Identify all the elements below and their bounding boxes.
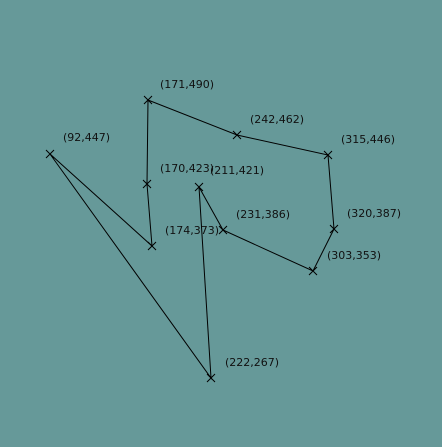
point-label: (174,373) — [165, 224, 219, 237]
point-label: (92,447) — [63, 131, 110, 144]
point-label: (170,423) — [160, 162, 214, 175]
point-markers — [45, 95, 339, 383]
point-marker — [323, 150, 333, 160]
point-label: (211,421) — [210, 164, 264, 177]
point-label: (315,446) — [341, 133, 395, 146]
point-marker — [232, 130, 242, 140]
point-label: (320,387) — [347, 207, 401, 220]
point-marker — [206, 373, 216, 383]
point-marker — [329, 224, 339, 234]
point-label: (242,462) — [250, 113, 304, 126]
point-marker — [218, 225, 228, 235]
point-marker — [147, 241, 157, 251]
point-marker — [308, 266, 318, 276]
path-line — [49, 99, 335, 380]
point-marker — [142, 179, 152, 189]
point-marker — [143, 95, 153, 105]
point-label: (171,490) — [160, 78, 214, 91]
point-label: (303,353) — [327, 249, 381, 262]
point-marker — [194, 182, 204, 192]
point-label: (222,267) — [225, 356, 279, 369]
point-marker — [45, 149, 55, 159]
point-label: (231,386) — [236, 208, 290, 221]
